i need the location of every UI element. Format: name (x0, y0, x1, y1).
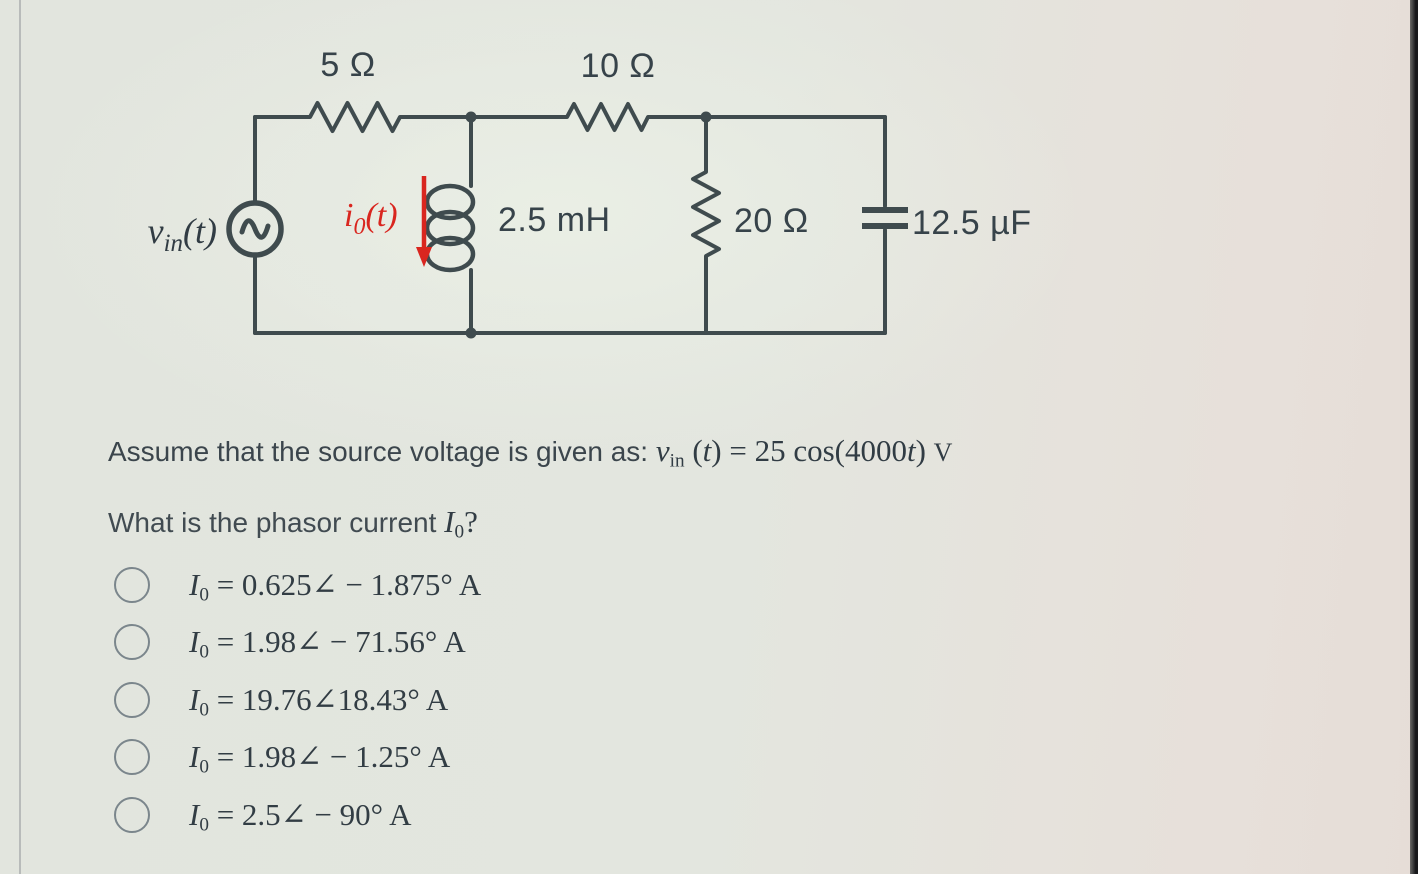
ac-source-symbol (226, 200, 284, 258)
question-symbol: I0? (444, 504, 478, 543)
resistor-10ohm-label: 10 Ω (581, 47, 656, 85)
output-current-label: i0(t) (344, 197, 398, 240)
voltage-unit: V (933, 438, 954, 467)
option-3-label: I0 = 19.76∠18.43° A (189, 681, 449, 721)
option-2-label: I0 = 1.98∠ − 71.56° A (189, 624, 466, 663)
resistor-20ohm-label: 20 Ω (734, 202, 809, 240)
answer-option-1[interactable]: I0 = 0.625∠ − 1.875° A (114, 556, 481, 614)
sine-wave-icon (239, 218, 271, 240)
assumption-prefix: Assume that the source voltage is given … (108, 436, 649, 467)
source-voltage-label: vin(t) (148, 211, 217, 257)
option-5-label: I0 = 2.5∠ − 90° A (189, 796, 412, 836)
radio-button-option-4[interactable] (114, 739, 150, 776)
screen-right-edge-strip (1410, 0, 1418, 874)
assumption-text: Assume that the source voltage is given … (108, 433, 1208, 472)
current-arrow (416, 176, 432, 267)
answer-option-3[interactable]: I0 = 19.76∠18.43° A (114, 671, 481, 729)
capacitor-label: 12.5 µF (912, 204, 1031, 242)
inductor-label: 2.5 mH (498, 201, 611, 239)
top-wire-and-resistors (253, 101, 887, 133)
answer-option-5[interactable]: I0 = 2.5∠ − 90° A (114, 786, 481, 844)
answer-options-list: I0 = 0.625∠ − 1.875° A I0 = 1.98∠ − 71.5… (114, 556, 481, 844)
radio-button-option-1[interactable] (114, 566, 150, 603)
question-text: What is the phasor current I0? (108, 504, 478, 543)
circuit-wires (253, 101, 887, 335)
inductor-coil (424, 183, 476, 273)
radio-button-option-5[interactable] (114, 796, 150, 833)
option-4-label: I0 = 1.98∠ − 1.25° A (189, 739, 451, 778)
circuit-diagram: 5 Ω 10 Ω 2.5 mH 20 Ω 12.5 µF vin(t) i0(t… (148, 46, 1031, 339)
shunt-resistor-branch (691, 115, 721, 335)
answer-option-4[interactable]: I0 = 1.98∠ − 1.25° A (114, 729, 481, 787)
answer-option-2[interactable]: I0 = 1.98∠ − 71.56° A (114, 614, 481, 672)
radio-button-option-2[interactable] (114, 624, 150, 661)
screen-left-edge-line (19, 0, 21, 874)
node-dots (465, 111, 712, 339)
assumption-math: vin (t) = 25 cos(4000t) V (655, 433, 954, 472)
question-prefix: What is the phasor current (108, 507, 437, 538)
capacitor-plates (862, 207, 908, 229)
radio-button-option-3[interactable] (114, 681, 150, 718)
option-1-label: I0 = 0.625∠ − 1.875° A (189, 566, 482, 606)
resistor-5ohm-label: 5 Ω (320, 46, 375, 84)
